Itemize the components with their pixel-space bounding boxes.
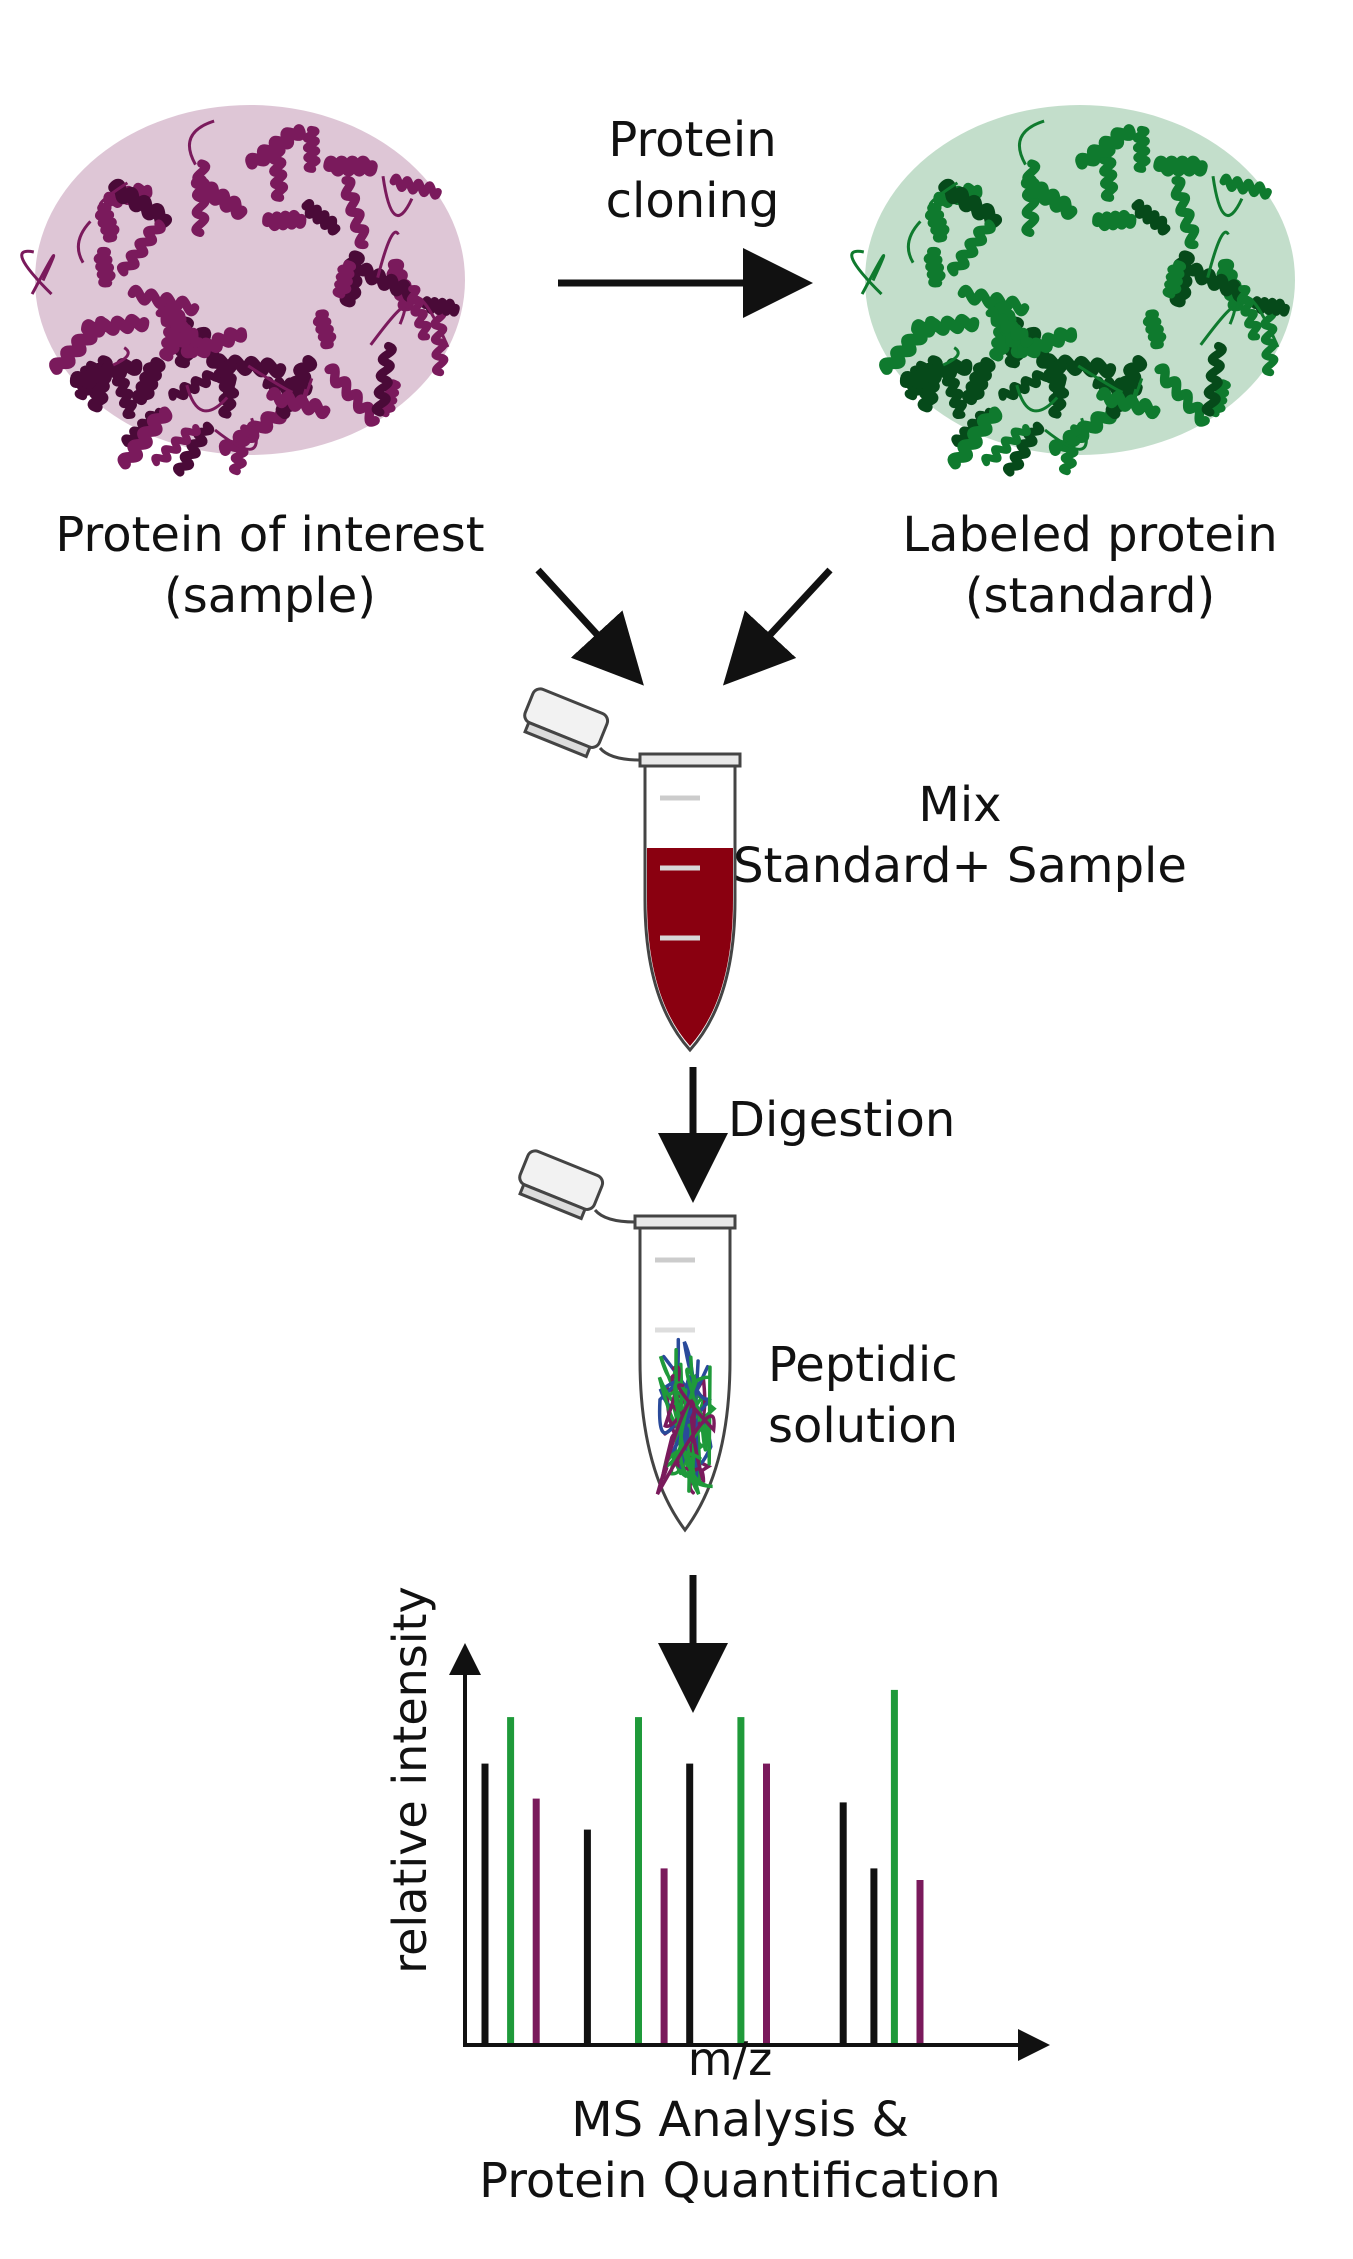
peptidic-tube-icon — [518, 1149, 737, 1533]
protein-cloning-label: Protein cloning — [560, 110, 825, 233]
peptidic-label-line-2: solution — [768, 1398, 959, 1455]
sample-to-tube-arrow — [535, 567, 644, 686]
spectrum-peak-0-1 — [583, 1829, 591, 2043]
x-axis-label: m/z — [660, 2030, 800, 2089]
ms-analysis-label: MS Analysis & Protein Quantification — [420, 2090, 1060, 2213]
spectrum-peak-2-0 — [532, 1798, 540, 2043]
sample-label-line-1: Protein of interest — [55, 507, 485, 563]
standard-label: Labeled protein (standard) — [840, 505, 1340, 628]
ms-analysis-line-2: Protein Quantification — [479, 2153, 1001, 2210]
peptidic-label: Peptidic solution — [768, 1335, 1038, 1458]
spectrum-peak-0-0 — [481, 1763, 489, 2043]
spectrum-peak-2-2 — [763, 1763, 770, 2043]
spectrum-peak-0-4 — [870, 1868, 878, 2043]
ms-analysis-line-1: MS Analysis & — [571, 2092, 909, 2148]
standard-label-line-2: (standard) — [964, 568, 1216, 625]
protein-cloning-line-1: Protein — [608, 112, 777, 168]
spectrum-peak-2-3 — [916, 1880, 924, 2043]
spectrum-peak-1-2 — [737, 1717, 745, 2043]
spectrum-peak-1-3 — [890, 1689, 898, 2043]
standard-label-line-1: Labeled protein — [902, 507, 1278, 563]
spectrum-peak-0-2 — [686, 1763, 694, 2043]
protein-sample-structure-icon — [20, 105, 465, 477]
digestion-label-text: Digestion — [728, 1092, 956, 1148]
x-axis-label-text: m/z — [687, 2032, 773, 2086]
spectrum-peak-1-1 — [635, 1717, 642, 2043]
spectrum-peak-1-0 — [507, 1717, 515, 2043]
sample-label-line-2: (sample) — [164, 568, 376, 625]
sample-label: Protein of interest (sample) — [20, 505, 520, 628]
peptidic-label-line-1: Peptidic — [768, 1337, 958, 1393]
protein-cloning-line-2: cloning — [605, 173, 780, 230]
mixture-tube-icon — [523, 687, 742, 1053]
mix-label-line-2: Standard+ Sample — [733, 838, 1187, 895]
spectrum-peak-0-3 — [839, 1802, 847, 2043]
mass-spectrum-chart — [449, 1643, 1050, 2061]
protein-standard-structure-icon — [850, 105, 1295, 477]
mix-label: Mix Standard+ Sample — [725, 775, 1195, 898]
peptide-strands-icon — [655, 1337, 717, 1495]
mix-label-line-1: Mix — [918, 777, 1002, 833]
y-axis-label-text: relative intensity — [383, 1586, 437, 1974]
digestion-label: Digestion — [728, 1090, 988, 1151]
spectrum-peak-2-1 — [660, 1868, 668, 2043]
standard-to-tube-arrow — [722, 567, 833, 686]
